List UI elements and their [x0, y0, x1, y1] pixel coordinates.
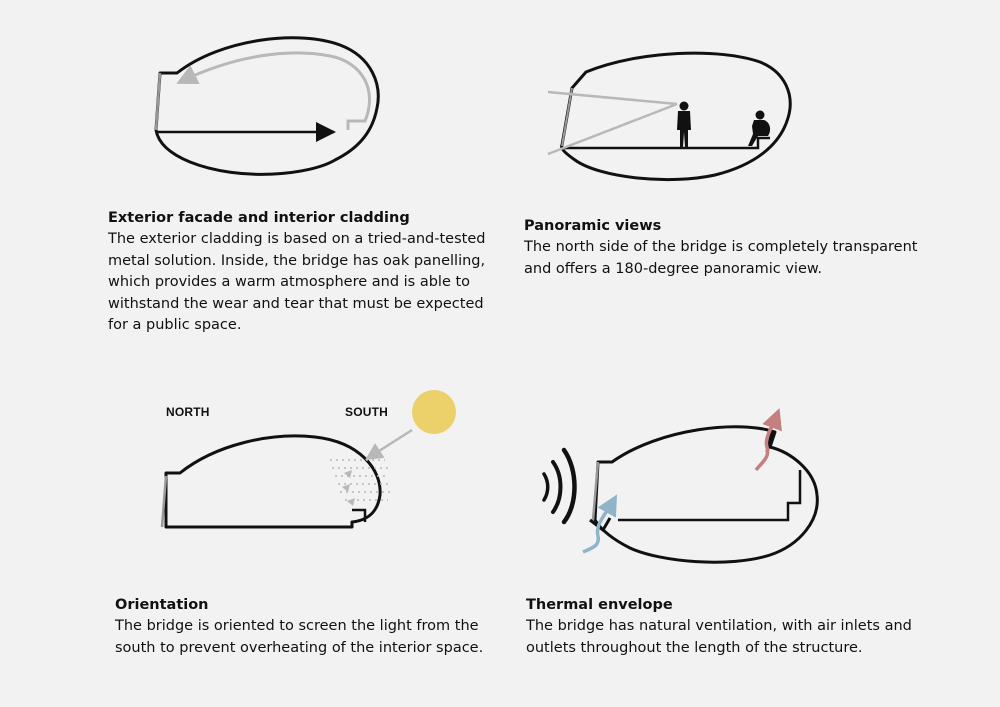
- caption-title: Orientation: [115, 597, 209, 613]
- view-line-lower: [547, 102, 678, 156]
- sun-icon: [412, 390, 456, 434]
- north-label: NORTH: [166, 405, 210, 419]
- interior-step: [352, 508, 367, 522]
- interior-floor-line: [618, 470, 802, 522]
- air-inlet-arrow-icon: [582, 494, 618, 554]
- facade-glazing: [160, 475, 168, 528]
- sound-wave-icon: [542, 447, 577, 525]
- caption-orientation: Orientation The bridge is oriented to sc…: [115, 595, 495, 659]
- sunlight-arrow: [365, 428, 413, 460]
- caption-title: Thermal envelope: [526, 597, 673, 613]
- caption-thermal-envelope: Thermal envelope The bridge has natural …: [526, 595, 926, 659]
- caption-title: Exterior facade and interior cladding: [108, 210, 410, 226]
- caption-body: The north side of the bridge is complete…: [524, 239, 918, 277]
- caption-body: The bridge is oriented to screen the lig…: [115, 618, 484, 656]
- interior-floor-line: [562, 136, 770, 150]
- facade-glazing: [591, 461, 600, 521]
- diagram-exterior-facade: [154, 36, 380, 176]
- deflected-light-arrows: [342, 470, 355, 506]
- facade-glazing: [154, 72, 162, 131]
- bridge-section-outline: [164, 434, 382, 529]
- person-standing-icon: [677, 101, 691, 147]
- caption-body: The bridge has natural ventilation, with…: [526, 618, 912, 656]
- caption-panoramic-views: Panoramic views The north side of the br…: [524, 216, 944, 280]
- diagram-orientation: [160, 390, 456, 529]
- cladding-arrow: [176, 51, 371, 130]
- facade-glazing: [561, 87, 573, 147]
- person-seated-icon: [748, 110, 771, 146]
- south-label: SOUTH: [345, 405, 388, 419]
- diagram-panoramic-views: [547, 51, 792, 182]
- view-line-upper: [547, 90, 678, 106]
- caption-body: The exterior cladding is based on a trie…: [108, 231, 486, 333]
- bridge-section-outline: [154, 36, 380, 176]
- diagram-thermal-envelope: [542, 408, 819, 564]
- air-outlet-arrow-icon: [754, 408, 782, 472]
- bridge-section-outline: [593, 425, 819, 564]
- bridge-section-outline: [560, 51, 792, 182]
- caption-exterior-facade: Exterior facade and interior cladding Th…: [108, 208, 493, 337]
- caption-title: Panoramic views: [524, 218, 662, 234]
- inlet-notch: [589, 517, 612, 533]
